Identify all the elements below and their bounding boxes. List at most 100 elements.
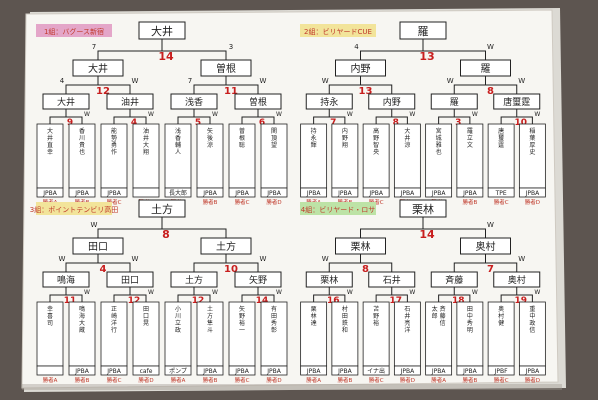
final-winner-name: 大井 [151, 24, 173, 38]
svg-text:永: 永 [311, 134, 317, 142]
svg-text:大: 大 [143, 141, 149, 149]
quarterfinal-right-mark: W [148, 289, 154, 296]
player-winner-tag: 勝者D [525, 376, 540, 384]
player-affiliation-box [487, 187, 515, 198]
svg-text:川: 川 [79, 135, 85, 142]
svg-text:石: 石 [404, 306, 410, 313]
player-affiliation: JPBA [106, 190, 122, 197]
svg-text:彰: 彰 [271, 326, 277, 334]
quarterfinal-name: 奥村 [508, 274, 526, 286]
svg-text:中: 中 [529, 312, 535, 320]
quarterfinal-connector-bar [241, 116, 275, 124]
player-winner-tag: 勝者B [462, 198, 477, 206]
player-box [100, 123, 128, 189]
quarterfinal-name: 浅香 [185, 96, 203, 108]
svg-text:田: 田 [143, 306, 149, 313]
quarterfinal-right-mark: W [212, 289, 218, 296]
svg-text:行: 行 [111, 326, 117, 334]
player-winner-tag: 勝者B [462, 376, 477, 384]
player-affiliation-box [362, 187, 390, 198]
quarterfinal-right-mark: W [472, 111, 478, 118]
player-winner-tag: 勝者B [203, 198, 218, 206]
svg-text:根: 根 [239, 134, 245, 142]
quarterfinal-score: 9 [67, 118, 73, 128]
svg-text:曽: 曽 [239, 127, 245, 135]
svg-text:立: 立 [467, 134, 473, 142]
svg-text:林: 林 [311, 312, 317, 320]
player-affiliation: JPBA [202, 368, 218, 375]
group-tag-label: 1組：バグース新宿 [44, 27, 104, 36]
svg-text:涼: 涼 [207, 141, 213, 149]
final-left-mark: 7 [92, 43, 96, 51]
quarterfinal-score: 4 [131, 118, 137, 128]
player-name: 内野翔 [342, 127, 348, 149]
player-name: 矢後涼 [207, 127, 213, 149]
player-affiliation-box [518, 365, 546, 376]
player-name: 唐璽霆 [498, 127, 504, 149]
svg-text:稲: 稲 [529, 127, 535, 135]
player-winner-tag: 勝者D [525, 198, 540, 206]
player-affiliation-box [36, 187, 64, 198]
player-box [487, 123, 515, 189]
svg-text:輝: 輝 [311, 141, 317, 149]
svg-text:秀: 秀 [467, 319, 473, 327]
svg-text:持: 持 [311, 127, 317, 135]
svg-text:能: 能 [111, 127, 117, 135]
group-tag-background [300, 24, 376, 37]
player-affiliation: JPBA [306, 368, 322, 375]
player-box [260, 123, 288, 189]
svg-text:明: 明 [467, 327, 473, 334]
final-score: 14 [419, 228, 435, 241]
player-box [518, 123, 546, 189]
quarterfinal-name: 土方 [185, 274, 203, 286]
svg-text:羅: 羅 [467, 128, 473, 135]
group-tag-background [300, 202, 376, 215]
svg-text:崎: 崎 [111, 312, 117, 320]
player-winner-tag: 勝者A [431, 376, 446, 384]
player-affiliation-box [68, 187, 96, 198]
svg-text:健: 健 [498, 319, 504, 327]
semifinal-connector-bar [328, 262, 393, 272]
svg-text:田: 田 [342, 313, 348, 320]
semifinal-left-mark: W [322, 255, 329, 263]
player-winner-tag: 勝者A [171, 376, 186, 384]
svg-text:井: 井 [47, 134, 53, 142]
semifinal-score: 12 [96, 86, 110, 97]
quarterfinal-right-mark: W [276, 289, 282, 296]
player-affiliation: JPBF [494, 368, 509, 375]
player-name: 苫野裕 [373, 305, 379, 327]
svg-text:作: 作 [111, 148, 117, 156]
paper-sheet [21, 9, 559, 389]
player-name: 奥村健 [498, 305, 504, 327]
svg-text:斉: 斉 [440, 305, 446, 313]
final-score: 8 [162, 228, 170, 241]
final-score: 13 [419, 50, 434, 63]
player-winner-tag: 勝者C [494, 376, 509, 384]
player-box [228, 123, 256, 189]
player-affiliation: JPBA [266, 368, 282, 375]
final-connector-bar [360, 50, 486, 60]
player-affiliation: JPBA [74, 190, 90, 197]
final-connector-bar [97, 50, 227, 60]
svg-text:涼: 涼 [404, 141, 410, 149]
player-affiliation: JPBA [266, 190, 282, 197]
player-affiliation: JPBA [400, 368, 416, 375]
quarterfinal-connector-bar [375, 294, 408, 302]
player-box [362, 123, 390, 189]
svg-text:香: 香 [175, 134, 181, 142]
semifinal-score: 13 [359, 86, 373, 97]
player-affiliation-box [300, 365, 328, 376]
svg-text:油: 油 [143, 127, 149, 135]
quarterfinal-score: 17 [389, 296, 402, 306]
svg-text:達: 達 [311, 319, 317, 327]
svg-text:村: 村 [342, 305, 348, 313]
svg-text:苫: 苫 [373, 305, 379, 313]
quarterfinal-right-mark: W [347, 111, 353, 118]
final-right-mark: W [487, 221, 494, 229]
quarterfinal-right-mark: W [472, 289, 478, 296]
